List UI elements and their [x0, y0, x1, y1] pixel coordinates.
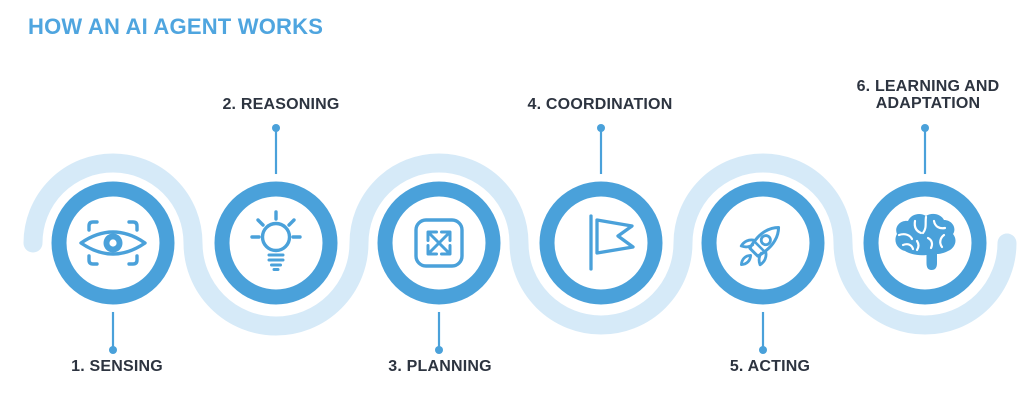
step-4-node — [532, 174, 670, 312]
connector-dot — [597, 124, 605, 132]
step-6-label-line-2: ADAPTATION — [875, 94, 981, 112]
expand-arrows-icon — [414, 218, 464, 268]
step-5-label: 5. ACTING — [729, 358, 811, 375]
node-ring — [214, 181, 338, 305]
page-title: HOW AN AI AGENT WORKS — [28, 14, 324, 39]
connector-dot — [272, 124, 280, 132]
connector-dot — [435, 346, 443, 354]
step-3-connector — [435, 305, 443, 354]
step-3-node — [370, 174, 508, 312]
step-4-label: 4. COORDINATION — [527, 96, 673, 113]
flag-icon — [589, 214, 635, 271]
step-2-label: 2. REASONING — [222, 96, 340, 113]
node-ring — [539, 181, 663, 305]
eye-scan-icon — [79, 220, 147, 266]
step-1-connector — [109, 305, 117, 354]
step-1-node — [44, 174, 182, 312]
step-6-node — [856, 174, 994, 312]
step-5-node — [694, 174, 832, 312]
step-3-label: 3. PLANNING — [388, 358, 492, 375]
process-wave-path — [23, 153, 1017, 336]
connector-dot — [759, 346, 767, 354]
rocket-icon — [739, 225, 781, 267]
step-6-label: 6. LEARNING AND ADAPTATION — [856, 78, 1000, 112]
lightbulb-icon — [250, 210, 302, 271]
step-6-label-line-1: 6. LEARNING AND — [856, 78, 1000, 95]
brain-icon — [895, 213, 956, 270]
step-1-label: 1. SENSING — [71, 358, 163, 375]
step-5-connector — [759, 305, 767, 354]
connector-dot — [109, 346, 117, 354]
connector-dot — [921, 124, 929, 132]
step-2-node — [207, 174, 345, 312]
